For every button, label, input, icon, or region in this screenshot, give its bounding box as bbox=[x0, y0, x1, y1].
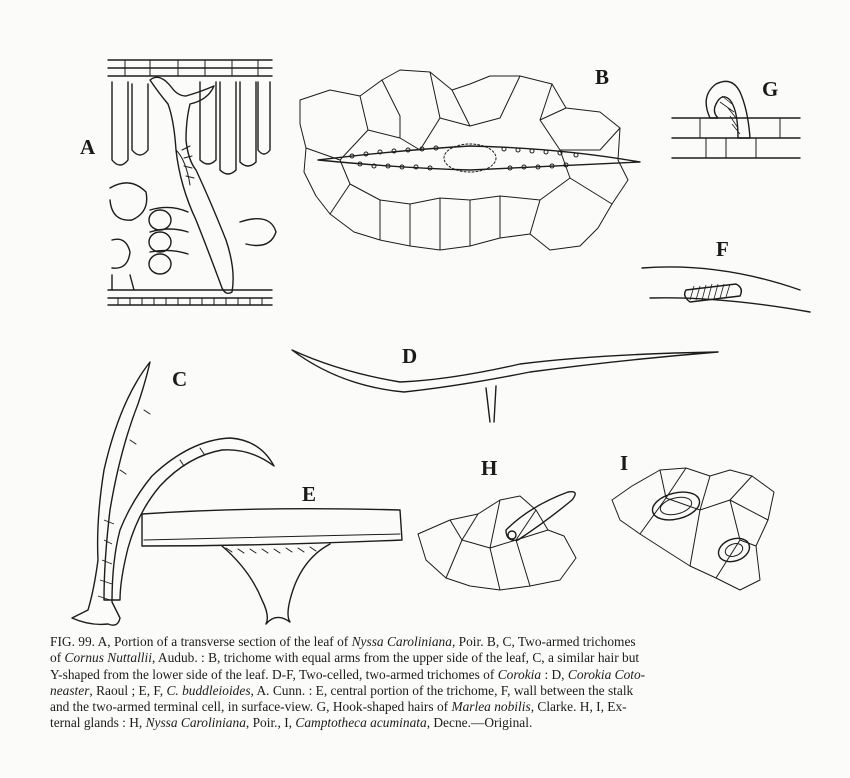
panel-d-drawing bbox=[291, 349, 719, 423]
species-name: Corokia Coto- bbox=[567, 666, 646, 682]
species-name: neaster bbox=[50, 682, 90, 698]
panel-label-g: G bbox=[762, 77, 779, 101]
panel-label-h: H bbox=[481, 456, 498, 480]
panel-a-drawing bbox=[107, 59, 277, 306]
caption-line-1: FIG. 99. A, Portion of a transverse sect… bbox=[50, 634, 636, 649]
panel-c-drawing bbox=[71, 361, 275, 626]
caption-line-5: and the two-armed terminal cell, in surf… bbox=[50, 699, 627, 715]
genus-name: Corokia bbox=[497, 666, 542, 682]
panel-label-c: C bbox=[172, 367, 188, 391]
figure-caption: FIG. 99. A, Portion of a transverse sect… bbox=[50, 634, 825, 732]
species-name: Nyssa Caroliniana bbox=[351, 634, 452, 649]
species-name: Nyssa Caroliniana bbox=[145, 715, 246, 731]
panel-label-f: F bbox=[716, 237, 729, 261]
panel-label-b: B bbox=[595, 65, 610, 89]
panel-h-drawing bbox=[417, 490, 577, 591]
species-name: C. buddleioides bbox=[166, 682, 251, 698]
figure-drawing bbox=[71, 59, 811, 626]
caption-line-2: of Cornus Nuttallii, Audub. : B, trichom… bbox=[50, 650, 640, 666]
panel-e-drawing bbox=[141, 507, 403, 625]
figure-number: FIG. 99. bbox=[50, 634, 96, 649]
caption-line-6: ternal glands : H, Nyssa Caroliniana, Po… bbox=[50, 715, 533, 731]
species-name: Cornus Nuttallii bbox=[64, 650, 152, 666]
panel-label-d: D bbox=[402, 344, 418, 368]
panel-label-e: E bbox=[302, 482, 317, 506]
species-name: Camptotheca acuminata bbox=[295, 715, 427, 731]
panel-label-i: I bbox=[620, 451, 629, 475]
panel-label-a: A bbox=[80, 135, 96, 159]
panel-g-drawing bbox=[671, 80, 801, 159]
caption-line-4: neaster, Raoul ; E, F, C. buddleioides, … bbox=[50, 682, 634, 698]
species-name: Marlea nobilis bbox=[451, 699, 531, 715]
figure-plate: A B C D E F G H I bbox=[71, 59, 811, 626]
panel-f-drawing bbox=[641, 266, 811, 313]
panel-b-drawing bbox=[299, 69, 641, 251]
caption-line-3: Y-shaped from the lower side of the leaf… bbox=[50, 666, 646, 682]
panel-i-drawing bbox=[611, 467, 775, 591]
